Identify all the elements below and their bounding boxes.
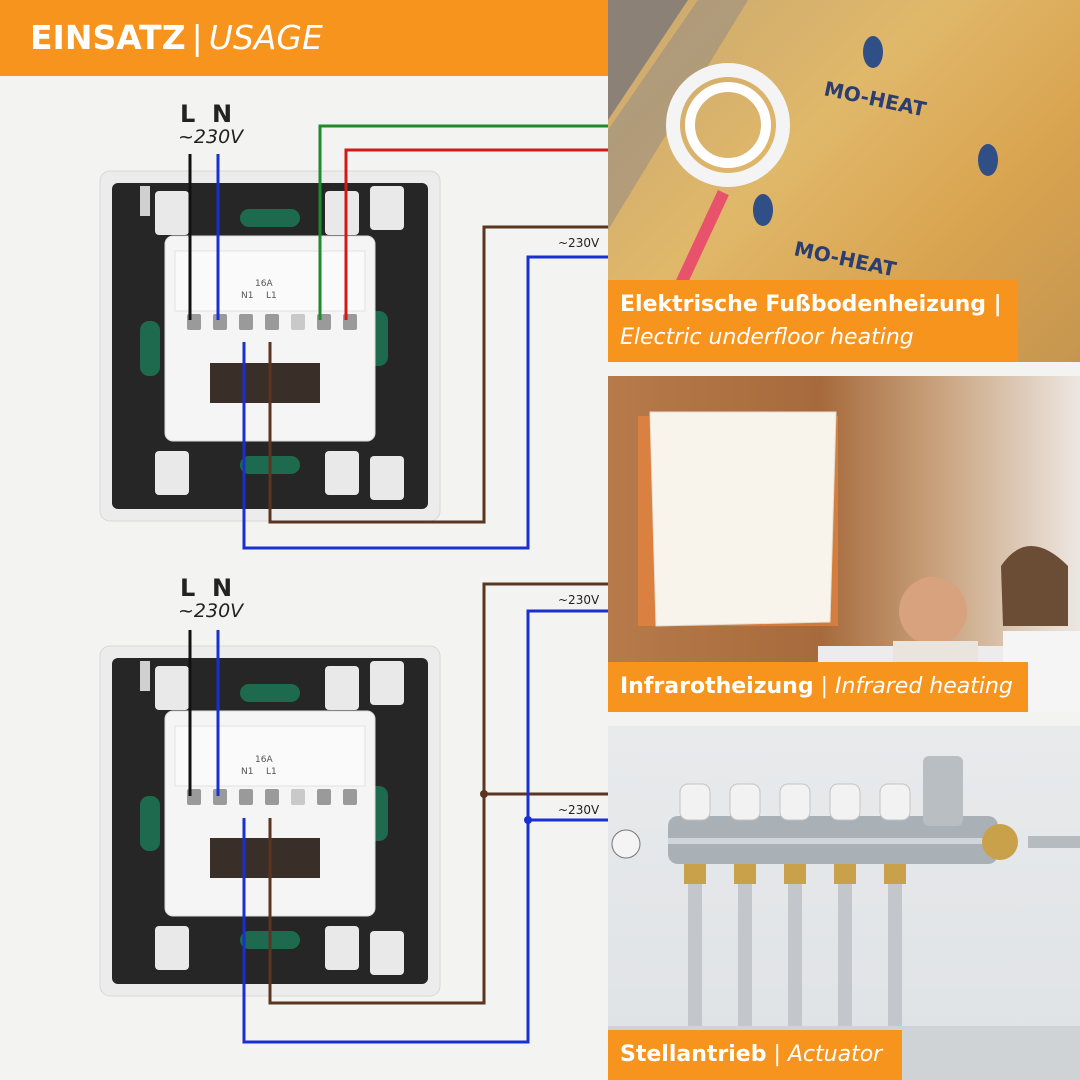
header-separator: | bbox=[191, 18, 203, 57]
actuator-photo bbox=[608, 726, 1080, 1080]
bottom-term-n1: N1 bbox=[241, 767, 253, 777]
infrared-heating-photo bbox=[608, 376, 1080, 712]
actuator-label-en: Actuator bbox=[787, 1042, 883, 1067]
header-title-en: USAGE bbox=[208, 18, 323, 57]
top-term-n1: N1 bbox=[241, 291, 253, 301]
bottom-rating: 16A bbox=[255, 755, 273, 765]
actuator-voltage: ~230V bbox=[558, 803, 600, 817]
header-title-de: EINSATZ bbox=[30, 18, 186, 57]
actuator-label-de: Stellantrieb bbox=[620, 1042, 767, 1067]
floor-brand-1: MO-HEAT bbox=[822, 76, 929, 121]
infrared-label-sep: | bbox=[820, 674, 829, 699]
top-label-n: N bbox=[212, 100, 233, 128]
person-man bbox=[899, 577, 967, 645]
top-label-l: L bbox=[180, 100, 196, 128]
floor-label-de: Elektrische Fußbodenheizung | bbox=[620, 292, 1002, 317]
foot-icon bbox=[863, 36, 883, 68]
top-term-l1: L1 bbox=[266, 291, 277, 301]
bottom-label-l: L bbox=[180, 574, 196, 602]
foot-icon bbox=[753, 194, 773, 226]
infrared-label-en: Infrared heating bbox=[835, 674, 1013, 699]
bottom-label-n: N bbox=[212, 574, 233, 602]
wiring-diagram: 16A N1 L1 16A N1 L1 bbox=[99, 124, 608, 1044]
floor-brand-2: MO-HEAT bbox=[792, 236, 899, 281]
bottom-term-l1: L1 bbox=[266, 767, 277, 777]
bottom-label-voltage: ~230V bbox=[178, 600, 244, 622]
infrared-voltage: ~230V bbox=[558, 593, 600, 607]
actuator-label-sep: | bbox=[773, 1042, 781, 1067]
actuator-label: Stellantrieb | Actuator bbox=[608, 1030, 902, 1080]
foot-icon bbox=[978, 144, 998, 176]
floor-heating-label: Elektrische Fußbodenheizung | Electric u… bbox=[608, 280, 1018, 362]
infrared-heating-label: Infrarotheizung | Infrared heating bbox=[608, 662, 1028, 712]
infrared-label-de: Infrarotheizung bbox=[620, 674, 814, 699]
floor-voltage: ~230V bbox=[558, 236, 600, 250]
top-rating: 16A bbox=[255, 279, 273, 289]
top-label-voltage: ~230V bbox=[178, 126, 244, 148]
usage-header: EINSATZ|USAGE bbox=[0, 0, 608, 76]
floor-label-en: Electric underfloor heating bbox=[620, 325, 914, 350]
